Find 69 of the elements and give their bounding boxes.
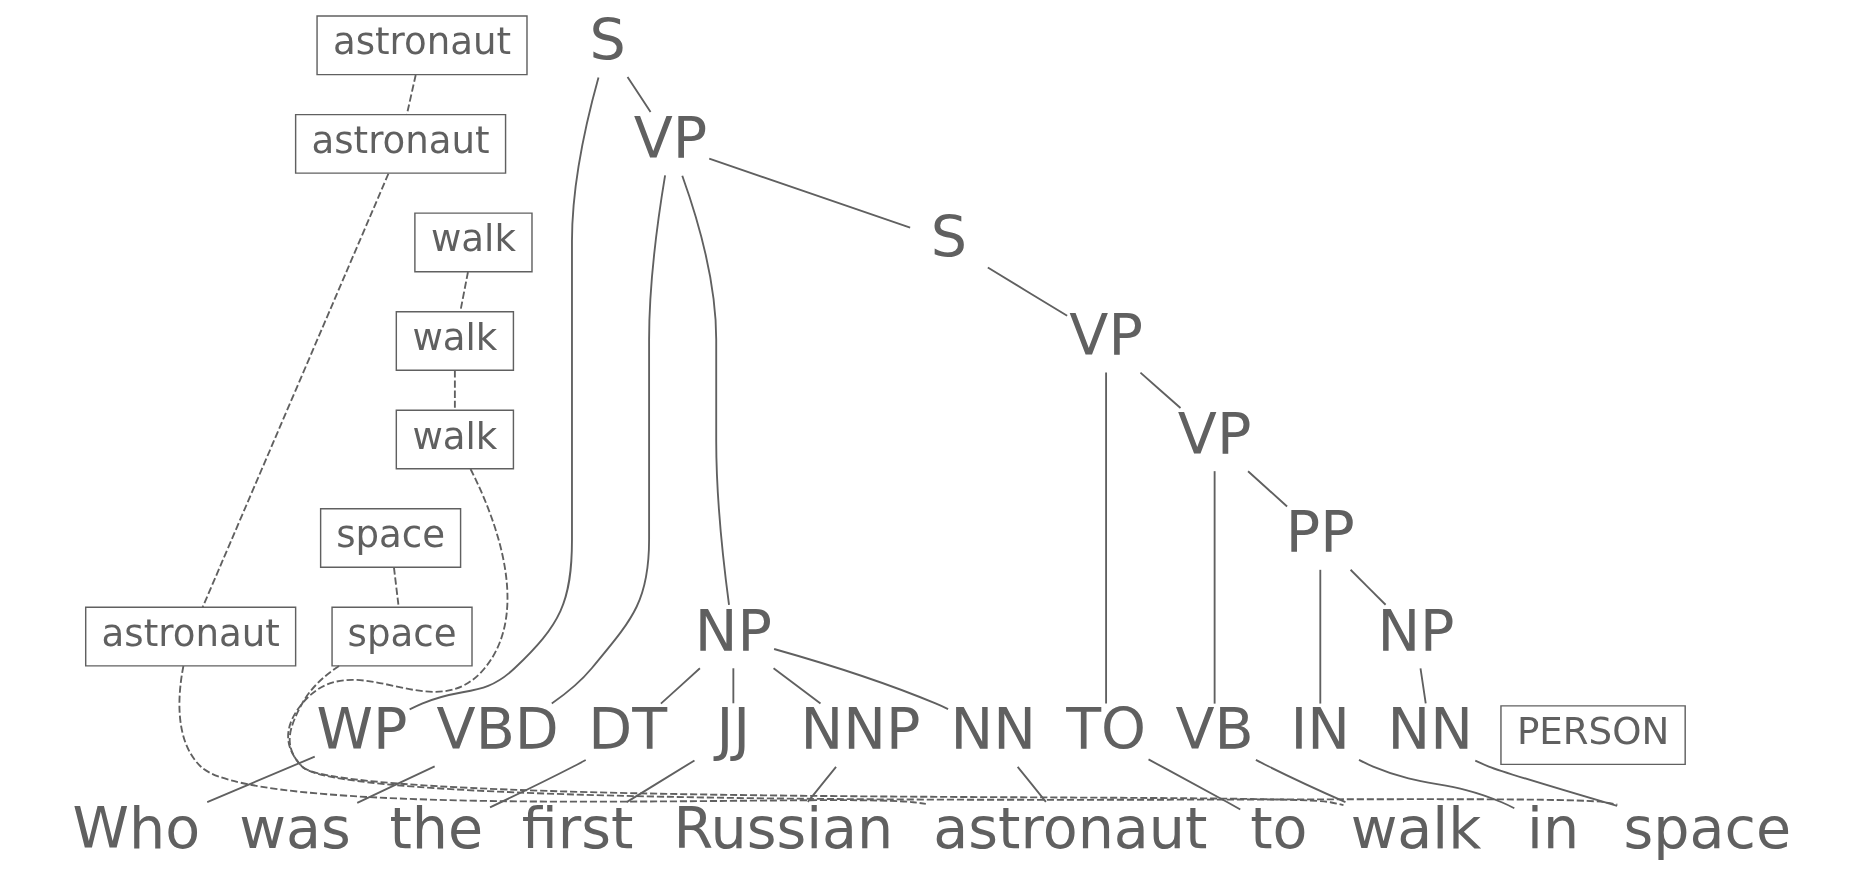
node-text: astronaut xyxy=(932,794,1207,861)
connector xyxy=(1246,470,1288,508)
connector xyxy=(731,667,734,705)
node-text: S xyxy=(930,203,967,270)
node-box: walk xyxy=(413,212,533,273)
connector xyxy=(1139,371,1181,409)
connector xyxy=(1349,568,1386,606)
connector xyxy=(453,369,456,411)
connector xyxy=(659,667,701,705)
connector xyxy=(205,755,316,804)
node-box: astronaut xyxy=(315,15,528,76)
connector xyxy=(488,759,587,809)
node-text: Who xyxy=(72,794,200,861)
connector xyxy=(707,157,911,229)
connector xyxy=(550,174,666,705)
node-text: NN xyxy=(950,696,1036,763)
node-text: to xyxy=(1249,794,1308,861)
connector xyxy=(408,76,599,711)
node-text: NN xyxy=(1387,696,1473,763)
node-text: VBD xyxy=(436,696,559,763)
node-text: VP xyxy=(1177,400,1251,467)
node-text: first xyxy=(521,794,633,861)
connector xyxy=(1318,568,1321,705)
node-box: PERSON xyxy=(1499,705,1686,766)
node-text: space xyxy=(1623,794,1791,861)
node-text: WP xyxy=(316,696,407,763)
connector xyxy=(772,667,821,705)
connector xyxy=(1473,759,1618,807)
connector xyxy=(1357,759,1515,810)
connector xyxy=(355,765,436,804)
connector xyxy=(1419,667,1427,705)
node-box: space xyxy=(319,508,461,569)
connector xyxy=(1254,758,1346,804)
node-text: S xyxy=(589,6,626,73)
node-text: walk xyxy=(1350,794,1481,861)
connector xyxy=(1147,758,1241,811)
connector xyxy=(1016,765,1047,803)
node-box: space xyxy=(330,606,473,667)
connector xyxy=(680,174,730,606)
connector xyxy=(178,665,927,805)
node-text: NP xyxy=(1376,597,1455,664)
node-text: in xyxy=(1526,794,1579,861)
node-text: NP xyxy=(694,597,772,664)
node-text: VP xyxy=(633,105,707,172)
connector xyxy=(625,759,695,804)
node-text: was xyxy=(238,794,351,861)
connector xyxy=(986,266,1068,317)
node-text: Russian xyxy=(672,794,893,861)
node-text: the xyxy=(388,794,483,861)
node-text: VB xyxy=(1175,696,1254,763)
connector xyxy=(626,76,651,113)
node-box: astronaut xyxy=(84,606,296,667)
node-text: PP xyxy=(1285,499,1355,566)
connector xyxy=(806,765,837,803)
connector xyxy=(286,468,1344,807)
node-box: walk xyxy=(395,310,514,371)
node-box: walk xyxy=(395,409,514,470)
connector xyxy=(288,665,1618,806)
connector xyxy=(1104,371,1107,705)
connector xyxy=(201,172,389,609)
connector xyxy=(392,566,400,608)
node-text: VP xyxy=(1068,302,1143,369)
node-text: IN xyxy=(1290,696,1350,763)
connector xyxy=(772,648,949,710)
node-text: DT xyxy=(587,696,667,763)
connector xyxy=(1213,470,1216,705)
node-box: astronaut xyxy=(294,113,506,174)
node-text: NNP xyxy=(800,696,920,763)
node-text: TO xyxy=(1065,696,1146,763)
